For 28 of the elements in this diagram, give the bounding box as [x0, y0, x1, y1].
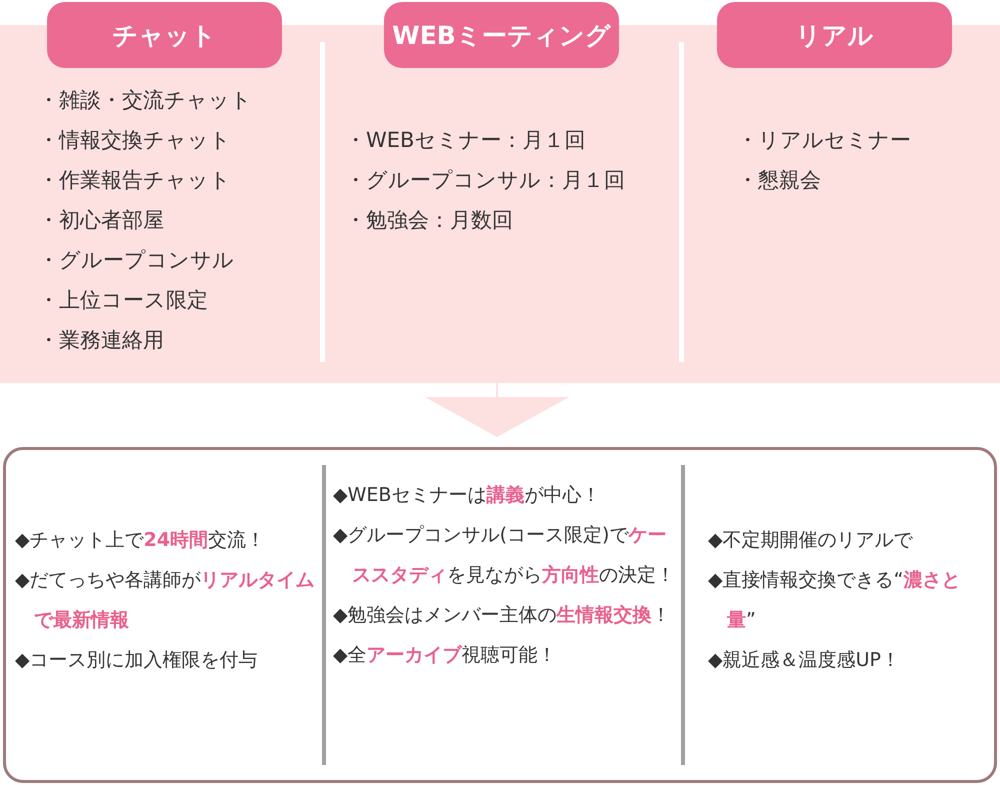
list-item: ・グループコンサル：月１回 [345, 167, 626, 194]
list-item: ・業務連絡用 [38, 327, 165, 354]
list-item: ・リアルセミナー [737, 127, 912, 154]
list-item: ・作業報告チャット [38, 167, 232, 194]
list-item: ・雑談・交流チャット [38, 87, 253, 114]
category-header: WEBミーティング [384, 2, 619, 68]
list-item: ・上位コース限定 [38, 287, 209, 314]
list-item: ◆勉強会はメンバー主体の生情報交換！ [333, 603, 672, 628]
list-item: ◆コース別に加入権限を付与 [15, 648, 259, 673]
down-arrow [425, 383, 569, 437]
list-item: ◆不定期開催のリアルで [708, 528, 914, 553]
top-panel [0, 25, 1000, 383]
category-header: チャット [47, 2, 282, 68]
category-header: リアル [717, 2, 952, 68]
list-item: ◆直接情報交換できる“濃さと量” [708, 568, 962, 633]
list-item: ◆WEBセミナーは講義が中心！ [333, 483, 602, 508]
list-item: ◆チャット上で24時間交流！ [15, 528, 266, 553]
bottom-panel [3, 447, 997, 783]
list-item: ◆だてっちや各講師がリアルタイムで最新情報 [15, 568, 316, 633]
list-item: ◆親近感＆温度感UP！ [708, 648, 901, 673]
list-item: ・WEBセミナー：月１回 [345, 127, 586, 154]
list-item: ・勉強会：月数回 [345, 207, 514, 234]
list-item: ・懇親会 [737, 167, 822, 194]
list-item: ・初心者部屋 [38, 207, 165, 234]
list-item: ・情報交換チャット [38, 127, 232, 154]
list-item: ・グループコンサル [38, 247, 235, 274]
list-item: ◆全アーカイブ視聴可能！ [333, 643, 558, 668]
list-item: ◆グループコンサル(コース限定)でケーススタディを見ながら方向性の決定！ [333, 523, 675, 588]
